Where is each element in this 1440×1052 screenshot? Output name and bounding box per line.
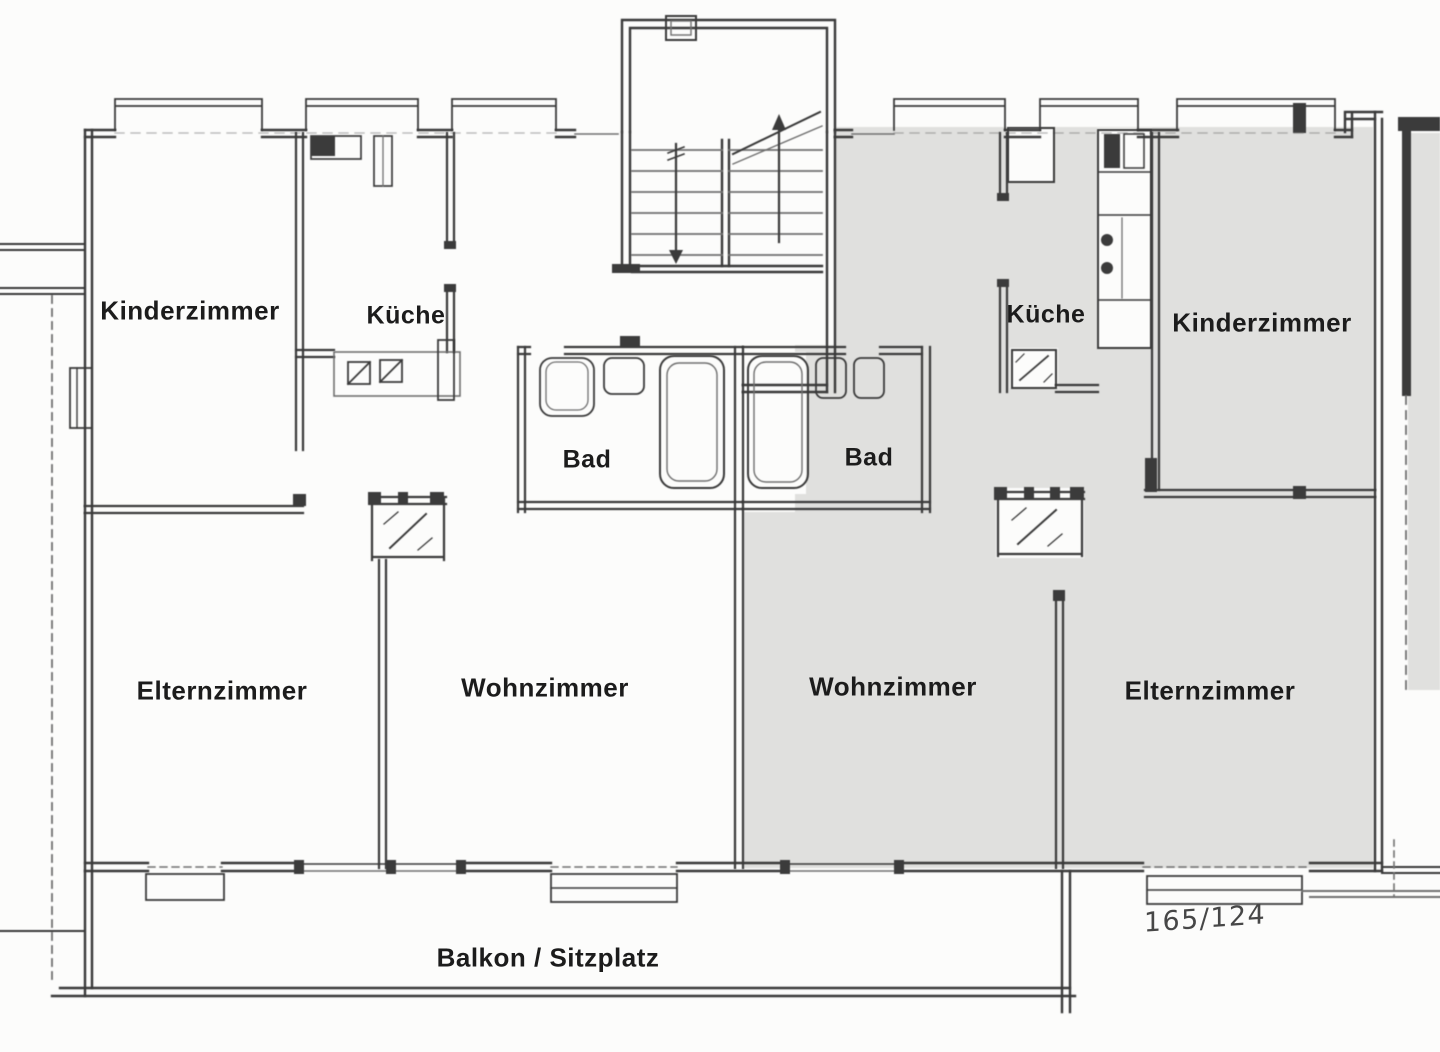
room-label-bad-right: Bad (844, 443, 894, 472)
room-label-kinderzimmer-left: Kinderzimmer (100, 295, 280, 326)
balcony-label: Balkon / Sitzplatz (436, 942, 660, 973)
room-label-kinderzimmer-right: Kinderzimmer (1172, 307, 1352, 338)
room-label-wohnzimmer-left: Wohnzimmer (461, 672, 629, 703)
room-label-elternzimmer-right: Elternzimmer (1124, 675, 1296, 706)
top-windows (114, 98, 1336, 134)
room-label-elternzimmer-left: Elternzimmer (136, 675, 308, 706)
room-label-kueche-right: Küche (1006, 300, 1086, 329)
staircase (612, 15, 837, 394)
interior-walls-left (83, 131, 745, 870)
room-label-kueche-left: Küche (366, 301, 446, 330)
outer-walls (0, 110, 1440, 1014)
fixtures (310, 127, 1152, 489)
room-label-bad-left: Bad (562, 445, 612, 474)
room-label-wohnzimmer-right: Wohnzimmer (809, 671, 977, 702)
